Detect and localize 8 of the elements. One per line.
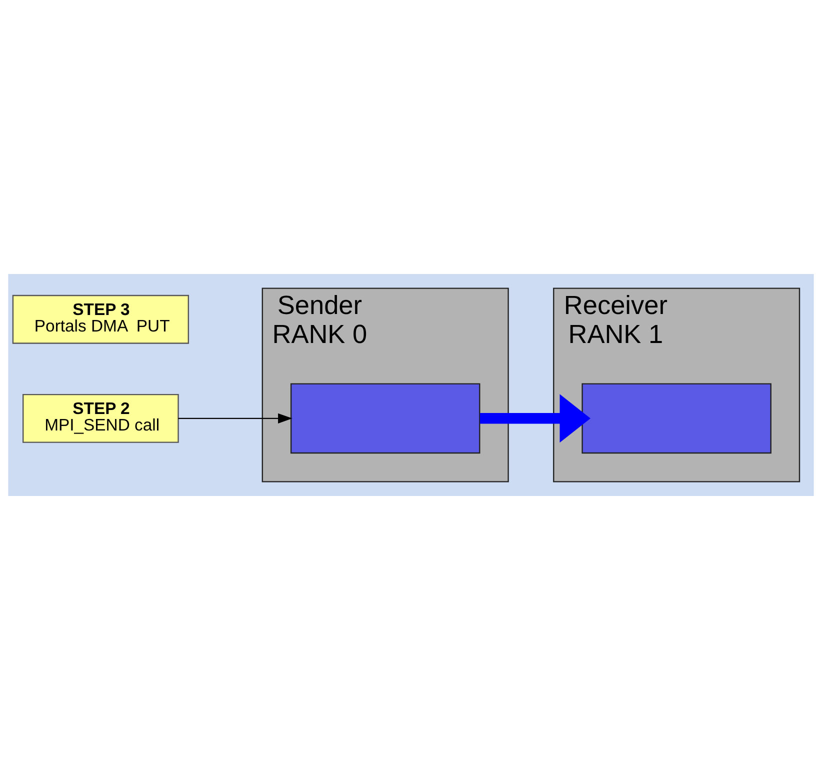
arrow bbox=[480, 394, 590, 443]
node-bar bbox=[290, 383, 480, 454]
arrow bbox=[178, 413, 292, 424]
cluster: Sender RANK 0 bbox=[262, 288, 509, 482]
cluster: Receiver RANK 1 bbox=[553, 288, 800, 482]
node-box: STEP 3 Portals DMA PUT bbox=[12, 294, 189, 344]
node-box: STEP 2 MPI_SEND call bbox=[22, 394, 179, 443]
node-bar bbox=[582, 383, 772, 454]
